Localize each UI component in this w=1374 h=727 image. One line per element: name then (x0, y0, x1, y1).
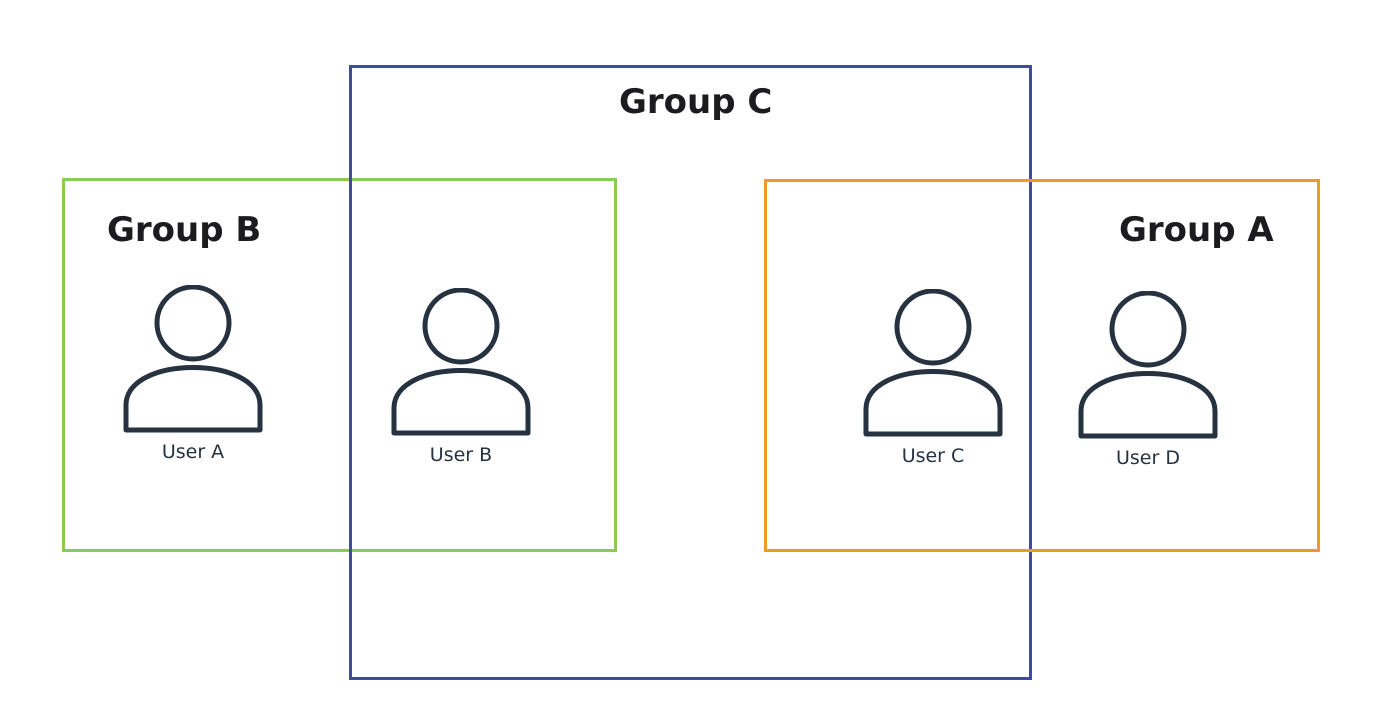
group-a-title: Group A (1119, 210, 1274, 250)
group-c-box (349, 65, 1032, 680)
user-b-label: User B (429, 444, 493, 466)
user-a: User A (113, 285, 273, 463)
user-d-label: User D (1116, 447, 1180, 469)
person-icon (1078, 291, 1218, 439)
group-c-title: Group C (619, 82, 773, 122)
group-b-box (62, 178, 617, 552)
user-c: User C (853, 289, 1013, 467)
group-a-box (764, 179, 1320, 552)
person-icon (123, 285, 263, 433)
person-icon (391, 288, 531, 436)
person-icon (863, 289, 1003, 437)
user-b: User B (381, 288, 541, 466)
user-a-label: User A (161, 441, 225, 463)
group-b-title: Group B (107, 210, 262, 250)
user-c-label: User C (901, 445, 965, 467)
user-d: User D (1068, 291, 1228, 469)
